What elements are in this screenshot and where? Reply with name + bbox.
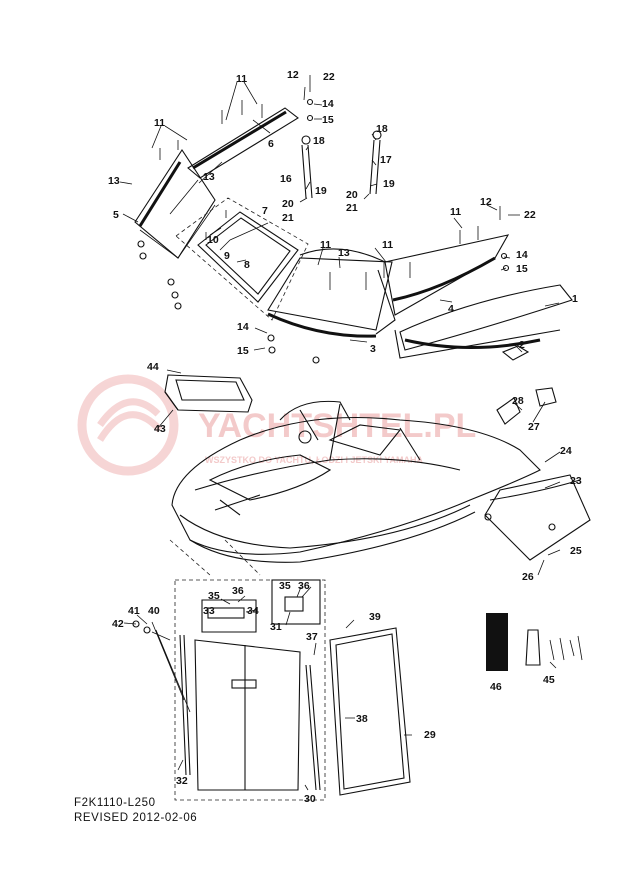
label-11b: 11 [154, 117, 165, 129]
watermark-text: YACHTSHTEL.PL [198, 407, 476, 445]
label-29: 29 [424, 729, 436, 741]
label-24: 24 [560, 445, 572, 457]
label-12b: 12 [480, 196, 492, 208]
label-11e: 11 [450, 206, 461, 218]
label-32: 32 [176, 775, 188, 787]
part-6-glass [187, 107, 299, 179]
part-40-42-fasteners [132, 620, 191, 713]
label-22b: 22 [524, 209, 536, 221]
label-31: 31 [270, 621, 282, 633]
label-4: 4 [448, 303, 454, 315]
part-30-door [194, 639, 301, 791]
label-14b: 14 [516, 249, 528, 261]
label-38: 38 [356, 713, 368, 725]
label-20b: 20 [346, 189, 358, 201]
label-18a: 18 [313, 135, 325, 147]
label-13b: 13 [203, 171, 215, 183]
part-1-rail [399, 284, 573, 351]
label-40: 40 [148, 605, 160, 617]
watermark-subtext: WSZYSTKO DO YACHTU, ŁODZI I JETSKI YAMAH… [205, 455, 424, 465]
label-37: 37 [306, 631, 318, 643]
part-17-post [369, 139, 381, 195]
label-25: 25 [570, 545, 582, 557]
diagram-footer: F2K1110-L250 REVISED 2012-02-06 [74, 797, 197, 824]
label-43: 43 [154, 423, 166, 435]
part-27-28-clips [496, 387, 557, 425]
label-13c: 13 [338, 247, 350, 259]
part-7-window [197, 211, 299, 303]
label-17: 17 [380, 154, 392, 166]
label-23: 23 [570, 475, 582, 487]
label-46: 46 [490, 681, 502, 693]
label-36a: 36 [232, 585, 244, 597]
label-5: 5 [113, 209, 119, 221]
label-15c: 15 [237, 345, 249, 357]
part-4-glass [384, 234, 510, 316]
label-13a: 13 [108, 175, 120, 187]
hardware-fasteners [137, 75, 510, 364]
label-9: 9 [224, 250, 230, 262]
label-20a: 20 [282, 198, 294, 210]
label-34: 34 [247, 605, 259, 617]
label-35a: 35 [208, 590, 220, 602]
label-45: 45 [543, 674, 555, 686]
label-15a: 15 [322, 114, 334, 126]
label-28: 28 [512, 395, 524, 407]
label-30: 30 [304, 793, 316, 805]
label-14a: 14 [322, 98, 334, 110]
label-35b: 35 [279, 580, 291, 592]
label-26: 26 [522, 571, 534, 583]
watermark: YACHTSHTEL.PL WSZYSTKO DO YACHTU, ŁODZI … [77, 374, 476, 476]
windshield-assembly [134, 107, 573, 361]
label-10: 10 [207, 234, 219, 246]
label-44: 44 [147, 361, 159, 373]
revision-date: REVISED 2012-02-06 [74, 812, 197, 824]
label-22a: 22 [323, 71, 335, 83]
label-11a: 11 [236, 73, 247, 85]
part-3-glass [267, 257, 393, 331]
label-12a: 12 [287, 69, 299, 81]
label-7: 7 [262, 205, 268, 217]
part-45-hardware [525, 629, 583, 666]
diagram-code: F2K1110-L250 [74, 797, 156, 809]
part-43-box [164, 374, 253, 413]
part-16-post [301, 144, 313, 199]
label-11d: 11 [382, 239, 393, 251]
label-3: 3 [370, 343, 376, 355]
label-36b: 36 [298, 580, 310, 592]
label-39: 39 [369, 611, 381, 623]
label-42: 42 [112, 618, 124, 630]
label-6: 6 [268, 138, 274, 150]
door-assembly [169, 539, 411, 801]
label-16: 16 [280, 173, 292, 185]
part-23-cover [484, 474, 591, 561]
label-33: 33 [203, 605, 215, 617]
part-29-frame [329, 627, 411, 796]
part-2-clip [501, 345, 530, 361]
label-2: 2 [519, 339, 525, 351]
label-41: 41 [128, 605, 140, 617]
label-21b: 21 [346, 202, 358, 214]
leader-lines [119, 81, 561, 791]
part-labels: 1 2 3 4 5 6 7 8 9 10 11 11 11 11 11 12 1… [108, 69, 582, 805]
label-1: 1 [572, 293, 578, 305]
part-46-sheet [486, 613, 508, 671]
label-11c: 11 [320, 239, 331, 251]
label-18b: 18 [376, 123, 388, 135]
label-27: 27 [528, 421, 540, 433]
hull-outline [171, 416, 541, 555]
stylized-boat-circle-icon [77, 374, 179, 476]
label-14c: 14 [237, 321, 249, 333]
label-19b: 19 [383, 178, 395, 190]
label-15b: 15 [516, 263, 528, 275]
label-8: 8 [244, 259, 250, 271]
part-5-glass [134, 148, 216, 259]
label-19a: 19 [315, 185, 327, 197]
boat-hull [171, 400, 541, 563]
label-21a: 21 [282, 212, 294, 224]
